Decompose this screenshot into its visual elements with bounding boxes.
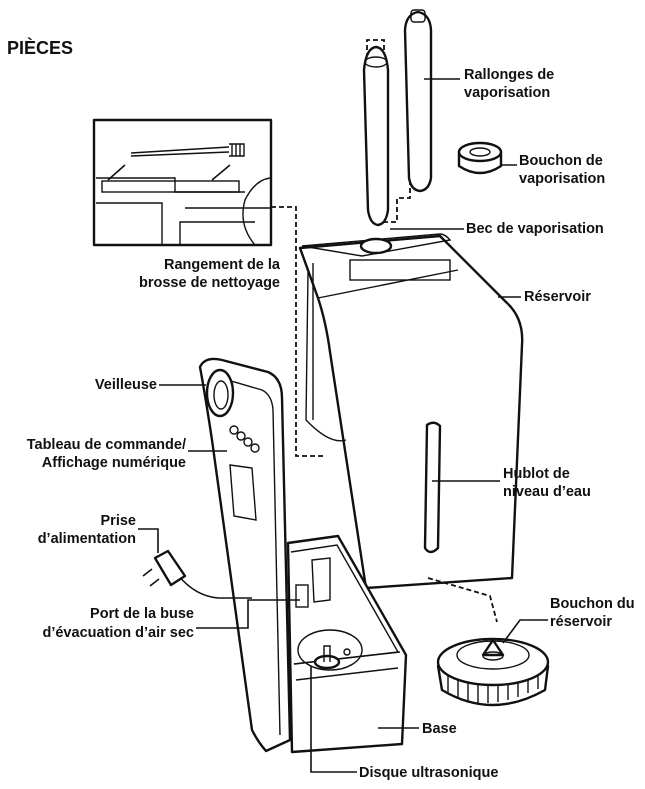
label-port-line2: d’évacuation d’air sec (42, 625, 194, 641)
inset-frame (92, 118, 273, 247)
base-unit (198, 357, 408, 754)
leader-disque (310, 666, 357, 773)
label-bouchon-res-line2: réservoir (550, 614, 612, 630)
extension-tube-right-cap (410, 9, 426, 23)
ultrasonic-disc (313, 654, 341, 670)
brush-slot (101, 180, 240, 193)
mist-nozzle (359, 237, 393, 255)
digital-display (229, 464, 257, 521)
label-rallonges-line1: Rallonges de (464, 67, 554, 83)
label-tableau-line2: Affichage numérique (42, 455, 186, 471)
label-bec: Bec de vaporisation (466, 221, 604, 237)
leader-prise (138, 528, 159, 553)
cap-dashed-link (427, 577, 498, 623)
extension-tube-right (403, 10, 433, 193)
label-hublot-line1: Hublot de (503, 466, 570, 482)
plug-prongs (142, 568, 160, 587)
brush-storage-inset (92, 118, 273, 247)
tubes-dashed-link (366, 39, 411, 223)
label-port-line1: Port de la buse (90, 606, 194, 622)
base-tub (286, 534, 408, 754)
cleaning-brush (130, 146, 230, 154)
control-button-4 (250, 443, 260, 453)
reservoir-cap (436, 637, 550, 707)
label-base: Base (422, 721, 457, 737)
label-rangement-line1: Rangement de la (164, 257, 281, 273)
label-bouchon-res-line1: Bouchon du (550, 596, 635, 612)
label-rallonges-line2: vaporisation (464, 85, 550, 101)
extension-tube-left (362, 45, 390, 227)
power-plug (142, 549, 252, 599)
label-tableau-line1: Tableau de commande/ (27, 437, 186, 453)
label-veilleuse: Veilleuse (95, 377, 157, 393)
leader-bouchon-res (502, 619, 548, 644)
label-bouchon-vap-line2: vaporisation (519, 171, 605, 187)
label-reservoir: Réservoir (524, 289, 591, 305)
mist-cap (457, 141, 503, 175)
label-hublot-line2: niveau d’eau (503, 484, 591, 500)
control-button-3 (243, 437, 253, 447)
plug-head (153, 549, 187, 587)
leader-port (196, 599, 300, 629)
dry-air-port (311, 557, 331, 603)
water-level-window (423, 421, 442, 554)
label-disque: Disque ultrasonique (359, 765, 498, 781)
label-prise-line2: d’alimentation (38, 531, 136, 547)
mist-extension-tubes (362, 9, 433, 227)
extension-tube-left-top (364, 56, 388, 68)
brush-storage-dashed-link (271, 206, 324, 457)
label-rangement-line2: brosse de nettoyage (139, 275, 280, 291)
diagram-title: PIÈCES (7, 37, 73, 58)
reservoir-body (298, 234, 524, 590)
control-panel (198, 357, 292, 753)
water-reservoir (298, 233, 524, 590)
control-button-1 (229, 425, 239, 435)
ultrasonic-basin (297, 629, 363, 671)
control-button-2 (236, 431, 246, 441)
label-prise-line1: Prise (101, 513, 136, 529)
label-bouchon-vap-line1: Bouchon de (519, 153, 603, 169)
